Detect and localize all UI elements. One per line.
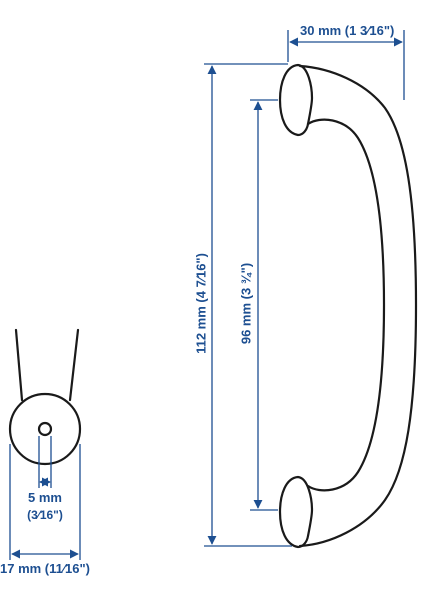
hole-spacing-dimension <box>250 99 278 511</box>
screw-hole-label: 5 mm <box>28 490 62 505</box>
handle-side-view <box>278 63 418 549</box>
grip-left-edge <box>14 328 24 402</box>
hole-spacing-label: 96 mm (3 ¾") <box>238 262 254 345</box>
bottom-rosette <box>278 475 314 549</box>
base-diameter-label: 17 mm (11⁄16") <box>0 561 90 576</box>
grip-outer <box>298 64 418 548</box>
width-label: 30 mm (1 3⁄16") <box>300 23 395 38</box>
screw-hole-inch-label: (3⁄16") <box>27 508 63 522</box>
screw-hole-dimension <box>38 436 52 488</box>
base-circle <box>8 392 82 466</box>
base-diameter-dimension <box>9 444 81 560</box>
grip-inner <box>306 118 386 492</box>
screw-hole <box>37 421 53 437</box>
handle-end-view <box>8 328 82 466</box>
overall-height-label: 112 mm (4 7⁄16") <box>193 253 209 354</box>
overall-height-dimension <box>204 63 292 547</box>
grip-right-edge <box>68 328 80 402</box>
width-dimension <box>287 30 405 100</box>
top-rosette <box>278 63 314 137</box>
